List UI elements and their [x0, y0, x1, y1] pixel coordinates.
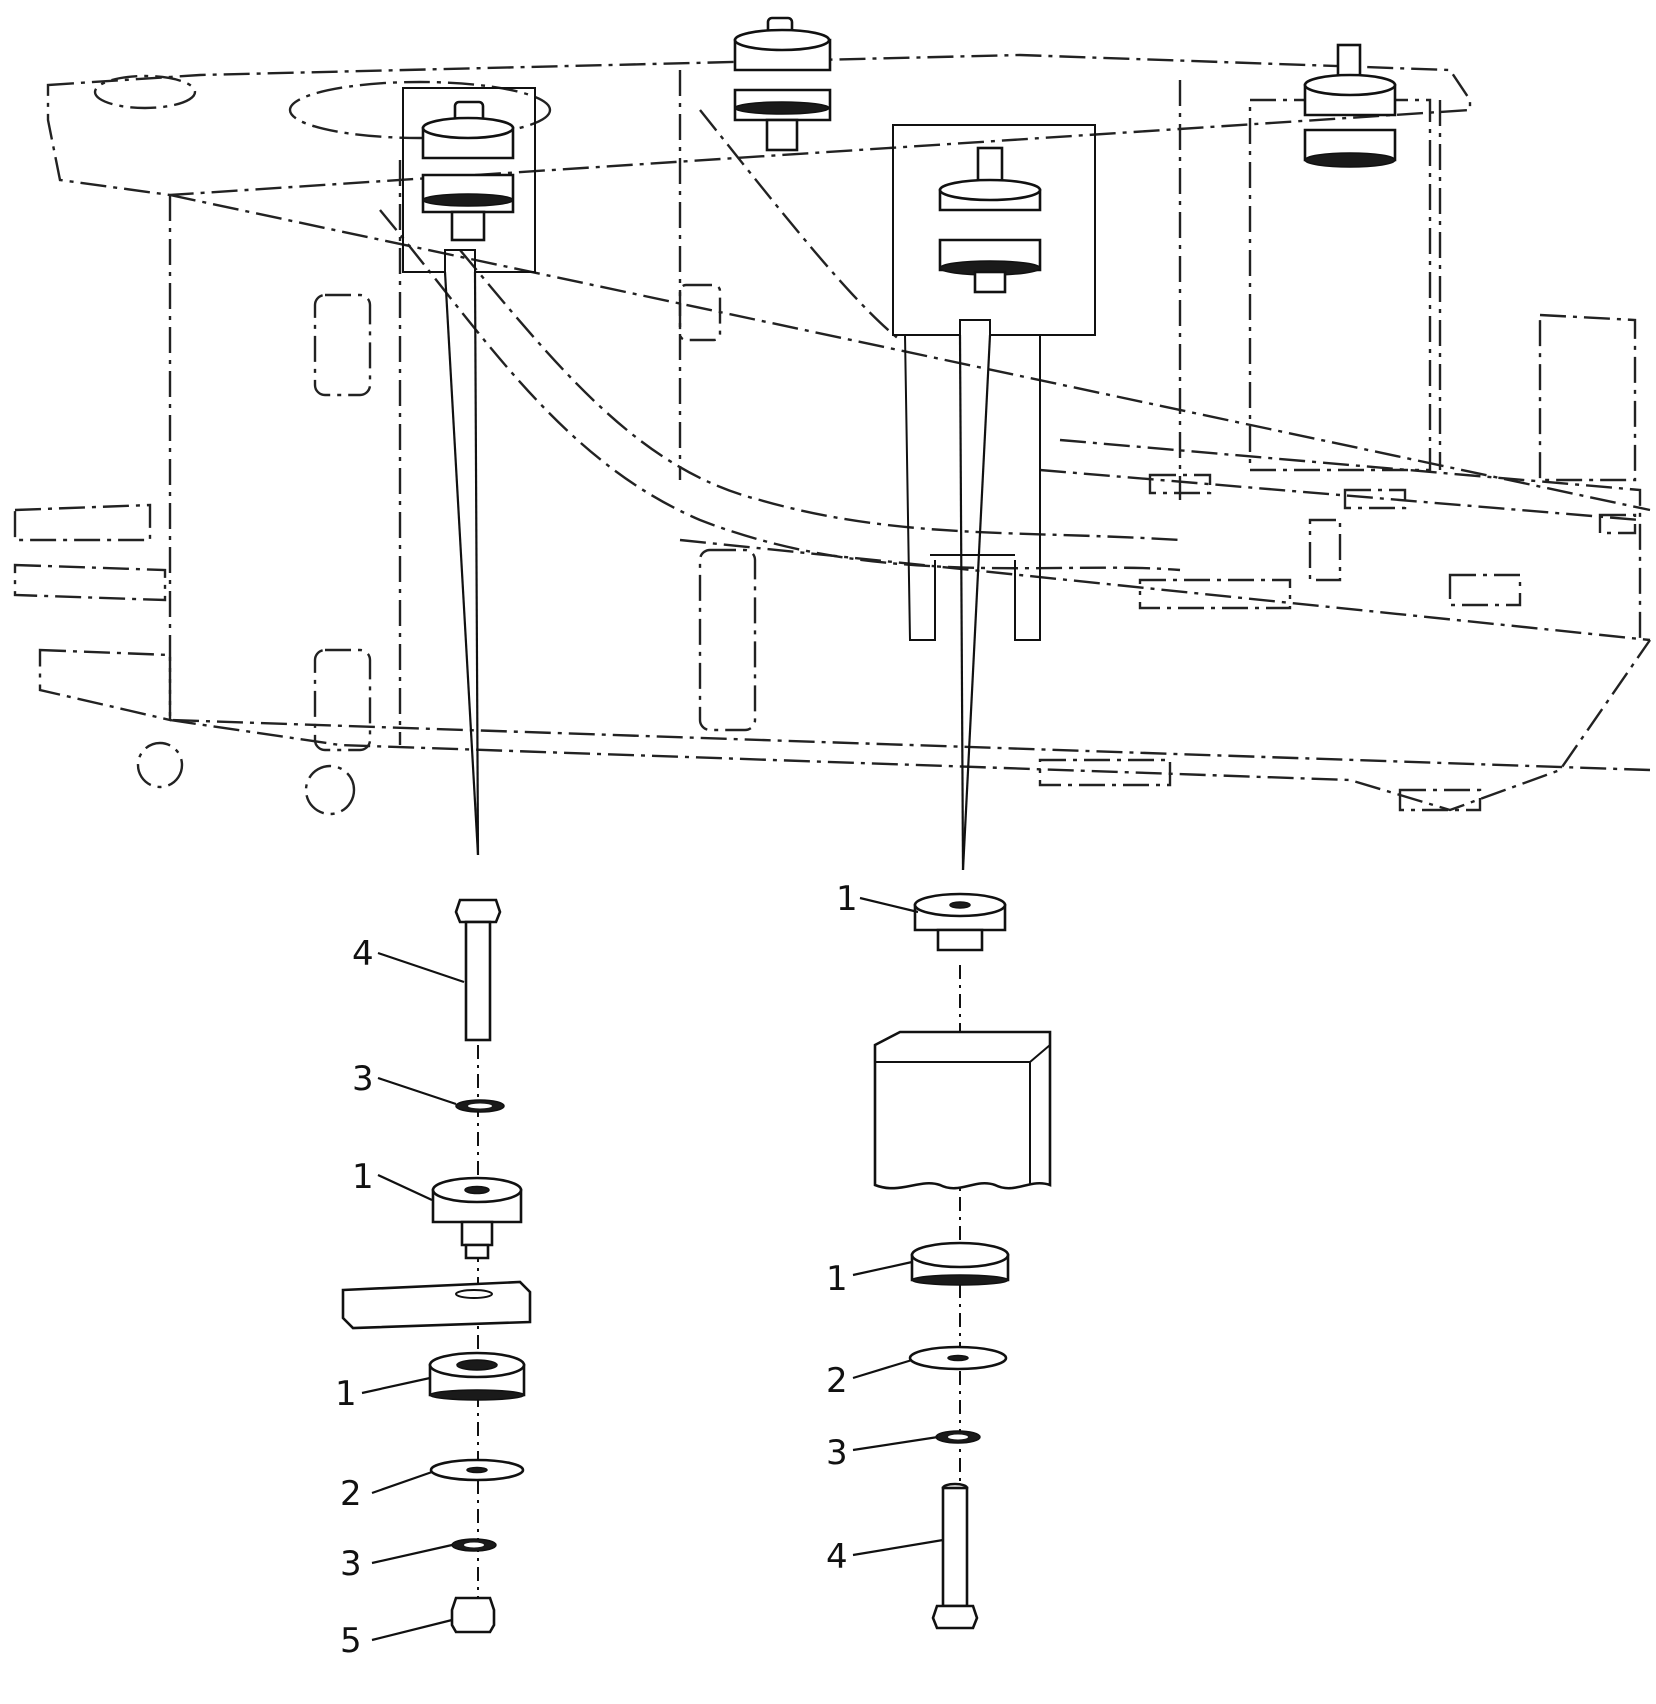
callout-label: 5: [340, 1621, 362, 1661]
nut-part-5: [450, 1596, 496, 1634]
washer-part-2-right: [908, 1345, 1008, 1371]
callout-left-5: 5: [340, 1618, 453, 1661]
callout-right-2: 2: [826, 1358, 913, 1401]
callout-right-4: 4: [826, 1537, 944, 1577]
callout-left-3: 3: [352, 1059, 457, 1106]
spring-washer-part-3-right: [935, 1430, 981, 1444]
callout-label: 1: [836, 879, 858, 919]
exploded-stack-right: [873, 892, 1052, 1630]
washer-part-2-left: [429, 1458, 525, 1482]
callout-label: 1: [352, 1157, 374, 1197]
isolator-part-1-lower-left: [428, 1351, 526, 1401]
mounted-isolator-top-center: [733, 16, 832, 152]
bolt-part-4-right: [931, 1482, 979, 1630]
machine-frame-outline: [13, 53, 1651, 816]
isolator-part-1-upper-left: [431, 1176, 523, 1260]
callout-label: 4: [826, 1537, 848, 1577]
frame-segment-block: [873, 1030, 1052, 1190]
callout-label: 1: [826, 1259, 848, 1299]
callout-right-3: 3: [826, 1433, 939, 1473]
callout-label: 2: [340, 1474, 362, 1514]
callout-label: 1: [335, 1374, 357, 1414]
mounting-bracket-plate: [341, 1280, 532, 1330]
isolator-part-1-lower-right: [910, 1241, 1010, 1286]
spring-washer-part-3-lower-left: [451, 1538, 497, 1552]
callout-label: 3: [352, 1059, 374, 1099]
mounted-isolator-top-right: [1303, 43, 1397, 168]
callout-left-1a: 1: [352, 1157, 433, 1201]
callout-label: 2: [826, 1361, 848, 1401]
spring-washer-part-3-left: [455, 1099, 505, 1113]
detail-box-right: [892, 124, 1096, 871]
callout-left-3b: 3: [340, 1543, 453, 1584]
callout-label: 3: [826, 1433, 848, 1473]
detail-box-left: [402, 87, 536, 856]
frame-side-pads: [313, 283, 757, 752]
callout-label: 3: [340, 1544, 362, 1584]
callout-left-4: 4: [352, 934, 465, 984]
callout-right-1b: 1: [826, 1259, 913, 1299]
callouts-right: 1 1 2 3 4: [826, 879, 944, 1577]
isolator-part-1-upper-right: [913, 892, 1007, 952]
callout-left-2: 2: [340, 1470, 433, 1514]
callout-right-1a: 1: [836, 879, 919, 919]
callouts-left: 4 3 1 1 2 3 5: [335, 934, 465, 1661]
exploded-stack-left: [341, 898, 532, 1634]
callout-label: 4: [352, 934, 374, 974]
callout-left-1b: 1: [335, 1374, 431, 1414]
bolt-part-4-left: [454, 898, 502, 1042]
